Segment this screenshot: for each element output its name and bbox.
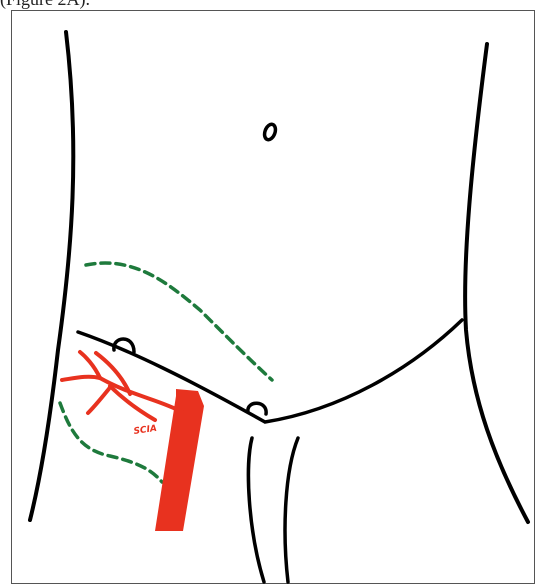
thigh-line-right [285, 438, 298, 582]
scia-label: SCIA [133, 424, 158, 437]
scia-vessel [62, 352, 182, 420]
thigh-line-left [248, 438, 264, 582]
flap-outline-upper [86, 263, 272, 380]
right-body-contour [465, 44, 528, 522]
umbilicus [263, 123, 278, 141]
left-body-contour [30, 32, 73, 520]
